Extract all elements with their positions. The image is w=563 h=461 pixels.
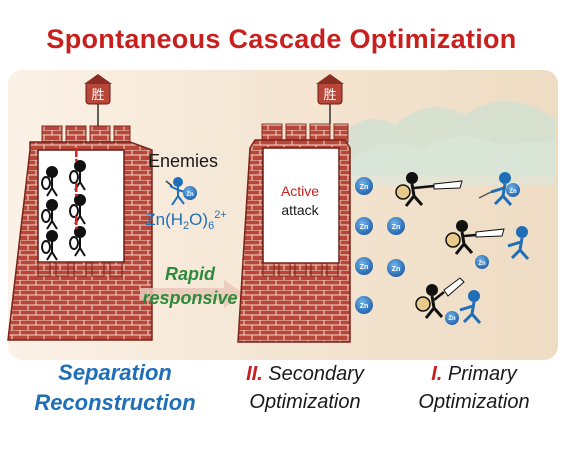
defender-with-sword-icon (445, 220, 505, 255)
zn-ion-label: Zn (509, 189, 517, 195)
roman-numeral: II. (246, 363, 263, 385)
zn-ion-label: Zn (392, 266, 401, 273)
rapid-label: Rapid (165, 264, 216, 284)
zn-ion-figure-icon (165, 177, 197, 206)
fighters-group (395, 172, 530, 325)
caption-word: Secondary (268, 363, 364, 385)
caption-line: Optimization (249, 391, 361, 413)
caption-line: Separation (58, 360, 172, 385)
middle-tower (237, 74, 351, 343)
alert-marks (74, 148, 78, 230)
zn-fighter-icon (478, 172, 520, 206)
arrow-right-icon (140, 280, 244, 308)
caption-line: I. Primary (394, 360, 554, 388)
caption-line: II. Secondary (225, 360, 385, 388)
enemies-label: Enemies (148, 151, 218, 171)
zn-fighter-icon (445, 290, 482, 325)
zn-ion-label: Zn (360, 303, 369, 310)
zn-ion-icons (355, 177, 405, 314)
separation-reconstruction-caption: Separation Reconstruction (20, 358, 210, 418)
zn-ion-label: Zn (360, 224, 369, 231)
left-tower-flag: 胜 (91, 88, 104, 103)
responsive-label: responsive (142, 288, 237, 308)
zn-ion-label: Zn (448, 316, 456, 322)
defender-with-sword-icon (415, 277, 465, 319)
zn-ion-label: Zn (478, 261, 486, 267)
defender-with-sword-icon (395, 172, 463, 207)
caption-line: Optimization (418, 391, 530, 413)
primary-optimization-caption: I. Primary Optimization (394, 360, 554, 416)
caption-word: Primary (447, 363, 517, 385)
zn-ion-label: Zn (360, 184, 369, 191)
active-attack-line2: attack (281, 202, 319, 218)
zn-ion-label: Zn (360, 264, 369, 271)
zn-ion-badge: Zn (186, 192, 194, 198)
defenders-group (41, 160, 86, 261)
roman-numeral: I. (431, 363, 443, 385)
middle-tower-flag: 胜 (323, 88, 336, 103)
zn-fighter-icon (475, 226, 530, 269)
diagram-title: Spontaneous Cascade Optimization (46, 24, 517, 54)
formula-label: Zn(H2O)62+ (145, 209, 226, 232)
caption-line: Reconstruction (34, 390, 196, 415)
secondary-optimization-caption: II. Secondary Optimization (225, 360, 385, 416)
active-attack-line1: Active (281, 183, 319, 199)
zn-ion-label: Zn (392, 224, 401, 231)
